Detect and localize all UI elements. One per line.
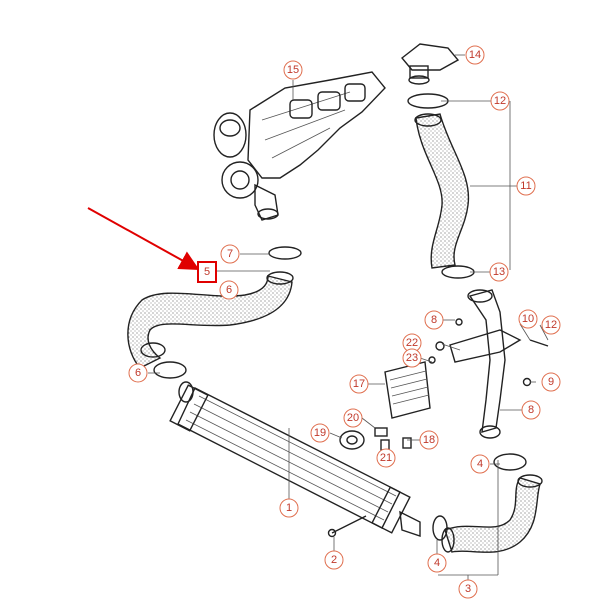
callout-16: 14 [465, 45, 485, 65]
svg-text:4: 4 [434, 557, 440, 569]
svg-text:21: 21 [380, 452, 392, 464]
svg-text:15: 15 [287, 64, 299, 76]
svg-text:5: 5 [204, 266, 210, 278]
svg-text:7: 7 [227, 248, 233, 260]
svg-text:14: 14 [469, 49, 481, 61]
svg-text:12: 12 [494, 95, 506, 107]
callout-14: 12 [490, 91, 510, 111]
leader-lines [148, 54, 549, 580]
callout-9: 8 [424, 310, 444, 330]
highlight-arrow [87, 207, 200, 270]
callout-4-bottom: 4 [427, 553, 447, 573]
hose-end [266, 271, 294, 285]
callout-18: 17 [349, 374, 369, 394]
hose-clamp [268, 246, 302, 260]
callout-11: 10 [518, 309, 538, 329]
hose-end [414, 113, 442, 127]
callout-22: 21 [376, 448, 396, 468]
small-hardware [339, 318, 549, 451]
callout-4-right: 4 [470, 454, 490, 474]
svg-text:11: 11 [520, 180, 531, 192]
charge-air-hose-lower-right [444, 477, 541, 553]
svg-text:6: 6 [226, 284, 232, 296]
svg-text:19: 19 [314, 427, 326, 439]
callout-7: 7 [220, 244, 240, 264]
svg-text:1: 1 [286, 502, 292, 514]
svg-text:22: 22 [406, 337, 418, 349]
hose-end [517, 474, 543, 488]
callout-6-lower: 6 [128, 363, 148, 383]
svg-text:13: 13 [493, 266, 505, 278]
callout-17: 15 [283, 60, 303, 80]
callout-24: 23 [402, 348, 422, 368]
svg-text:6: 6 [135, 367, 141, 379]
bolt [327, 515, 367, 538]
hose-clamp [493, 453, 527, 471]
svg-text:8: 8 [528, 404, 534, 416]
svg-text:17: 17 [353, 378, 365, 390]
callout-19: 18 [419, 430, 439, 450]
charge-air-hose-upper [415, 113, 470, 269]
turbocharger-manifold [213, 71, 386, 221]
pressure-sensor [400, 43, 460, 85]
hose-clamp [432, 515, 448, 541]
callout-5: 5 [197, 261, 217, 283]
charge-air-hose-left [127, 275, 293, 369]
callout-20: 19 [310, 423, 330, 443]
callout-12: 131112 [541, 315, 561, 335]
svg-text:4: 4 [477, 458, 483, 470]
hose-end [140, 342, 166, 358]
svg-text:10: 10 [522, 313, 534, 325]
hose-clamp [441, 265, 475, 279]
callout-8: 78 [521, 400, 541, 420]
hose-clamp [153, 361, 187, 379]
callout-3: 3 [458, 579, 478, 599]
callout-6-upper: 6 [219, 280, 239, 300]
callout-21: 20 [343, 408, 363, 428]
callout-23: 22 [402, 333, 422, 353]
svg-text:12: 12 [545, 319, 557, 331]
charge-air-pipe [449, 289, 522, 439]
callout-13: 11 [516, 176, 536, 196]
charge-air-sensor-module [384, 361, 431, 419]
callout-1: 1 [279, 498, 299, 518]
callout-10: 9 [541, 372, 561, 392]
svg-text:2: 2 [331, 554, 337, 566]
svg-text:18: 18 [423, 434, 435, 446]
svg-text:3: 3 [465, 583, 471, 595]
intercooler [169, 381, 421, 537]
svg-text:8: 8 [431, 314, 437, 326]
callout-2: 2 [324, 550, 344, 570]
svg-text:20: 20 [347, 412, 359, 424]
callout-15: 13 [489, 262, 509, 282]
svg-text:9: 9 [548, 376, 554, 388]
svg-text:23: 23 [406, 352, 418, 364]
